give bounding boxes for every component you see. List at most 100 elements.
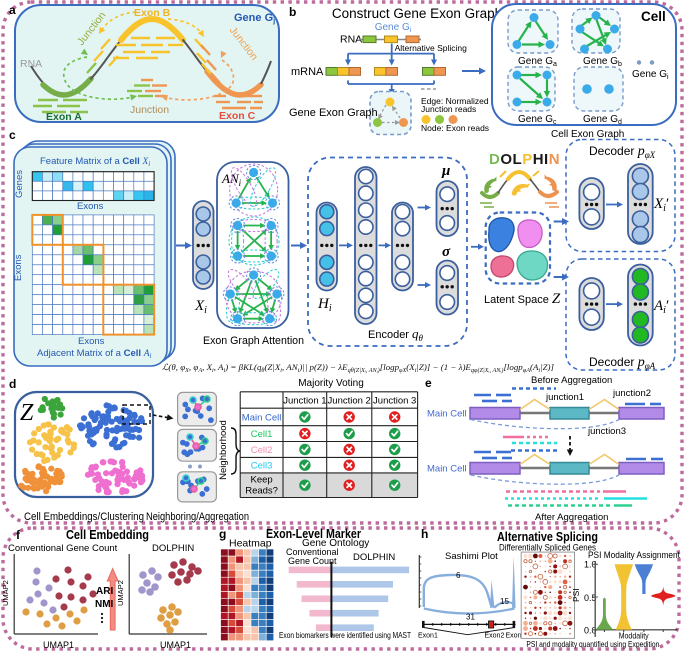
svg-text:PSI: PSI [571,588,581,602]
svg-text:Gene Gb: Gene Gb [583,56,622,68]
svg-text:ARI: ARI [96,586,113,597]
svg-text:Alternative Splicing: Alternative Splicing [395,43,468,53]
svg-text:DOLPHIN: DOLPHIN [152,543,194,554]
svg-text:NMI: NMI [95,599,114,610]
svg-text:Z: Z [20,400,34,426]
svg-text:Reads?: Reads? [245,486,278,497]
svg-text:Heatmap: Heatmap [229,538,272,550]
svg-text:Exon-Level Marker: Exon-Level Marker [266,526,361,541]
svg-text:Edge: Normalized: Edge: Normalized [421,96,489,106]
svg-text:g: g [219,527,226,541]
svg-text:junction3: junction3 [587,426,626,437]
svg-text:Keep: Keep [251,475,273,486]
svg-text:Cell3: Cell3 [251,461,273,472]
svg-text:ANi: ANi [221,171,242,188]
svg-text:0.0: 0.0 [584,626,597,636]
svg-text:e: e [425,376,432,390]
svg-text:Xi: Xi [194,298,207,316]
svg-text:Cell Exon Graph: Cell Exon Graph [551,129,624,140]
svg-text:Alternative Splicing: Alternative Splicing [497,529,598,544]
svg-text:ℒ(θ, φX, φA, Xi, Ai) = βKL(q: ℒ(θ, φX, φA, Xi, Ai) = βKL(qθ(Z|Xi, ANi)… [162,362,554,374]
svg-text:Cell: Cell [641,9,666,24]
svg-text:Main Cell: Main Cell [427,409,467,420]
svg-text:Moddality: Moddality [619,631,650,641]
svg-text:15: 15 [500,597,509,606]
svg-text:Neighboring/Aggregation: Neighboring/Aggregation [146,511,249,523]
svg-text:Neighborhood: Neighborhood [218,420,229,480]
svg-text:σ: σ [442,244,451,260]
svg-text:f: f [16,528,21,542]
svg-text:c: c [9,128,16,142]
svg-text:Construct Gene Exon Graph: Construct Gene Exon Graph [332,6,502,21]
svg-text:Cell2: Cell2 [251,445,273,456]
svg-text:DOLPHIN: DOLPHIN [353,552,395,563]
svg-text:6: 6 [456,571,461,580]
svg-text:Gene Exon Graph: Gene Exon Graph [289,107,378,119]
svg-text:Gene Gi: Gene Gi [375,22,412,34]
svg-text:Adjacent Matrix of a Cell Ai: Adjacent Matrix of a Cell Ai [37,348,152,360]
svg-text:Junction: Junction [130,104,169,116]
svg-text:μ: μ [441,163,450,179]
svg-text:Hi: Hi [317,296,332,314]
svg-text:RNA: RNA [340,34,362,46]
svg-text:Xi′: Xi′ [653,196,669,214]
svg-text:Exon biomarkers were identifie: Exon biomarkers were identified using MA… [279,630,411,640]
svg-text:Junction 1: Junction 1 [283,395,326,406]
svg-text:UMAP1: UMAP1 [160,640,191,650]
svg-text:Exon2: Exon2 [485,633,505,640]
svg-text:Main Cell: Main Cell [242,412,282,423]
svg-text:PSI and modality quantified us: PSI and modality quantified using Expedi… [526,640,659,649]
svg-text:d: d [9,377,16,391]
svg-text:Exons: Exons [13,254,24,281]
svg-text:Junction reads: Junction reads [421,104,476,114]
svg-text:After Aggregation: After Aggregation [535,512,608,523]
svg-text:Gene Ontology: Gene Ontology [302,538,369,549]
svg-text:1.0: 1.0 [584,560,597,570]
svg-text:Node: Exon reads: Node: Exon reads [421,123,489,133]
svg-text:DOLPHIN: DOLPHIN [489,151,560,168]
svg-text:Decoder pφA: Decoder pφA [589,355,656,371]
svg-text:31: 31 [466,613,475,622]
svg-text:Cell Embedding: Cell Embedding [66,527,149,542]
svg-text:Gene Gd: Gene Gd [583,114,622,126]
svg-text:junction2: junction2 [612,388,651,399]
svg-text:Before Aggregation: Before Aggregation [531,375,612,386]
svg-text:Exon C: Exon C [219,110,256,122]
svg-text:Decoder pφX: Decoder pφX [589,144,656,160]
svg-text:Ai′: Ai′ [653,298,669,316]
svg-text:Gene Gj: Gene Gj [234,12,275,25]
svg-text:Exon3: Exon3 [506,633,526,640]
svg-text:Conventional: Conventional [286,547,339,557]
svg-text:Junction 2: Junction 2 [328,395,371,406]
svg-text:Sashimi Plot: Sashimi Plot [445,551,498,562]
svg-text:UMAP2: UMAP2 [116,580,125,606]
svg-text:Exon Graph Attention: Exon Graph Attention [203,335,304,347]
svg-text:b: b [289,5,296,19]
svg-text:Gene Count: Gene Count [288,556,337,566]
svg-text:Exon A: Exon A [46,111,82,123]
svg-text:Feature Matrix of a Cell Xi: Feature Matrix of a Cell Xi [40,156,150,168]
svg-text:Genes: Genes [14,170,25,198]
svg-text:Cell Embeddings/Clustering: Cell Embeddings/Clustering [24,511,144,523]
svg-text:Main Cell: Main Cell [427,464,467,475]
svg-text:Gene Gi: Gene Gi [632,69,669,81]
svg-text:Junction 3: Junction 3 [373,395,416,406]
svg-text:0.5: 0.5 [584,593,597,603]
svg-text:h: h [421,527,428,541]
svg-text:RNA: RNA [20,58,42,70]
svg-text:Exons: Exons [77,201,104,212]
svg-text:UMAP2: UMAP2 [1,580,10,606]
svg-text:Gene Ga: Gene Ga [518,56,557,68]
svg-text:Cell1: Cell1 [251,429,273,440]
svg-text:Majority Voting: Majority Voting [298,378,364,389]
svg-text:Gene Gc: Gene Gc [518,114,557,126]
svg-text:Conventional Gene Count: Conventional Gene Count [8,543,118,554]
svg-text:PSI Modality Assignment: PSI Modality Assignment [588,550,680,560]
svg-text:Encoder qθ: Encoder qθ [368,326,424,343]
svg-text:a: a [9,3,16,17]
svg-text:mRNA: mRNA [291,66,324,78]
svg-text:junction1: junction1 [545,392,584,403]
svg-text:UMAP1: UMAP1 [43,640,74,650]
svg-text:Exons: Exons [78,336,105,347]
svg-text:Differentially Spliced Genes: Differentially Spliced Genes [499,543,596,553]
